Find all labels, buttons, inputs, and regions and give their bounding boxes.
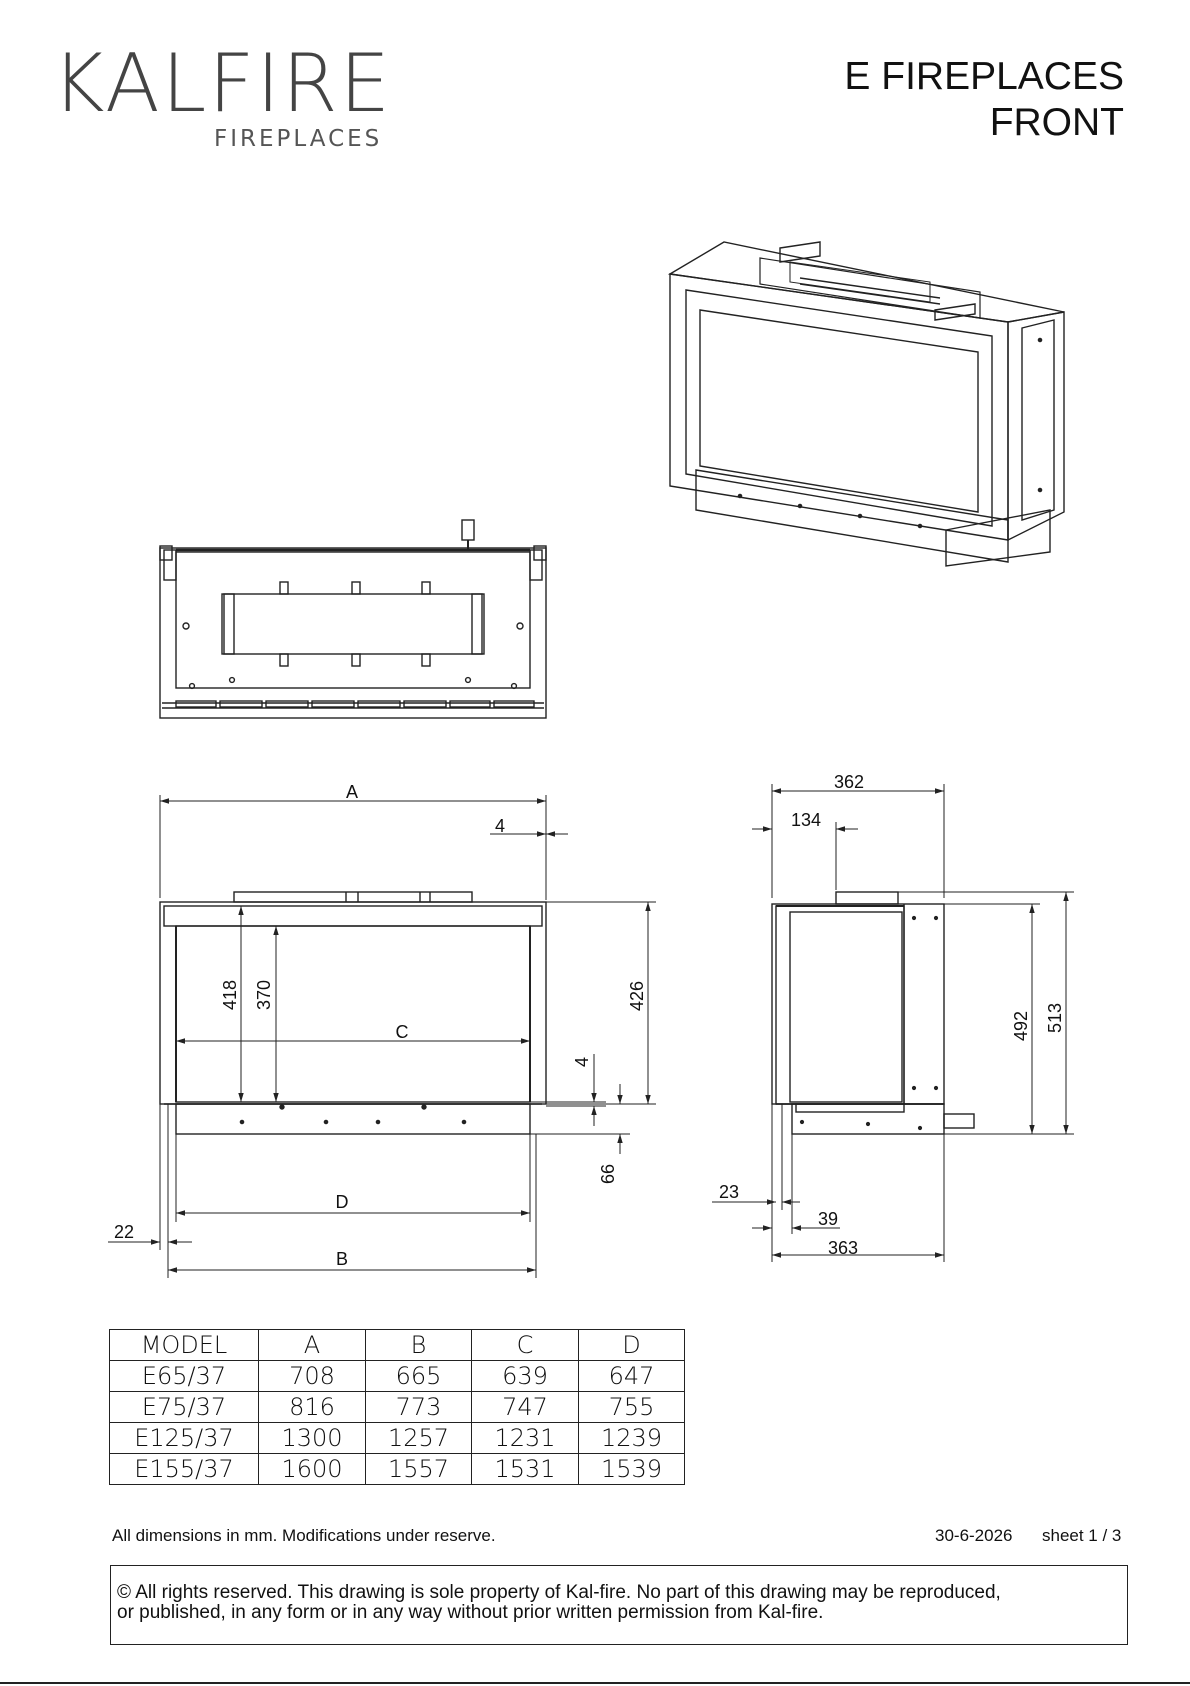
table-header-cell: B xyxy=(365,1329,472,1361)
table-cell: 747 xyxy=(471,1391,579,1423)
table-row: E155/37 1600 1557 1531 1539 xyxy=(109,1453,685,1485)
sheet-number: sheet 1 / 3 xyxy=(1042,1526,1122,1545)
table-cell: 647 xyxy=(578,1360,685,1392)
side-view xyxy=(771,891,975,1135)
table-cell: 1539 xyxy=(578,1453,685,1485)
table-row: E75/37 816 773 747 755 xyxy=(109,1391,685,1423)
brand-logo: KALFIRE xyxy=(52,37,393,130)
dim-label-39: 39 xyxy=(818,1209,838,1229)
dim-label-bottom-gap: 4 xyxy=(572,1057,592,1067)
drawing-date: 30-6-2026 xyxy=(935,1526,1013,1545)
table-cell: 708 xyxy=(258,1360,366,1392)
dim-label-362: 362 xyxy=(834,772,864,792)
table-cell: 1300 xyxy=(258,1422,366,1454)
table-row: E65/37 708 665 639 647 xyxy=(109,1360,685,1392)
table-header-cell: C xyxy=(471,1329,579,1361)
table-cell: 816 xyxy=(258,1391,366,1423)
dim-label-23: 23 xyxy=(719,1182,739,1202)
dim-label-d: D xyxy=(336,1192,349,1212)
isometric-view xyxy=(667,241,1065,567)
title-line-2: FRONT xyxy=(989,101,1124,144)
model-dimensions-table: MODEL A B C D E65/37 708 665 639 647 E75… xyxy=(109,1329,685,1485)
side-view-dimensions xyxy=(712,784,1074,1262)
table-cell: 1557 xyxy=(365,1453,472,1485)
dim-label-370: 370 xyxy=(254,980,274,1010)
table-cell: 1231 xyxy=(471,1422,579,1454)
table-cell: 1239 xyxy=(578,1422,685,1454)
front-view-dimension-labels: A 4 418 370 C 426 4 66 D B 22 xyxy=(114,782,647,1269)
copyright-line-2: or published, in any form or in any way … xyxy=(117,1602,824,1623)
dim-label-66: 66 xyxy=(598,1164,618,1184)
dim-label-22: 22 xyxy=(114,1222,134,1242)
table-header-cell: D xyxy=(578,1329,685,1361)
table-cell: E125/37 xyxy=(109,1422,259,1454)
front-view-dimensions xyxy=(108,795,656,1278)
dim-label-a: A xyxy=(346,782,358,802)
table-cell: E75/37 xyxy=(109,1391,259,1423)
table-header-row: MODEL A B C D xyxy=(109,1329,685,1361)
side-view-dimension-labels: 362 134 492 513 23 39 363 xyxy=(719,772,1065,1258)
table-cell: 639 xyxy=(471,1360,579,1392)
table-header-cell: A xyxy=(258,1329,366,1361)
document-title: E FIREPLACES FRONT xyxy=(844,54,1124,146)
dimensions-note: All dimensions in mm. Modifications unde… xyxy=(112,1526,496,1545)
table-cell: 755 xyxy=(578,1391,685,1423)
table-cell: 1257 xyxy=(365,1422,472,1454)
dim-label-134: 134 xyxy=(791,810,821,830)
dim-label-b: B xyxy=(336,1249,348,1269)
dim-label-492: 492 xyxy=(1011,1011,1031,1041)
table-cell: 773 xyxy=(365,1391,472,1423)
dim-label-513: 513 xyxy=(1045,1003,1065,1033)
table-row: E125/37 1300 1257 1231 1239 xyxy=(109,1422,685,1454)
page-bottom-rule xyxy=(0,1682,1190,1684)
copyright-box: © All rights reserved. This drawing is s… xyxy=(110,1565,1128,1645)
table-cell: E65/37 xyxy=(109,1360,259,1392)
table-header-cell: MODEL xyxy=(109,1329,259,1361)
dim-label-c: C xyxy=(396,1022,409,1042)
front-view xyxy=(159,891,547,1135)
table-cell: E155/37 xyxy=(109,1453,259,1485)
title-line-1: E FIREPLACES xyxy=(844,55,1124,98)
top-view xyxy=(159,519,547,719)
brand-logo-subline: FIREPLACES xyxy=(214,126,383,152)
table-cell: 665 xyxy=(365,1360,472,1392)
dim-label-418: 418 xyxy=(220,980,240,1010)
dim-label-426: 426 xyxy=(627,981,647,1011)
table-cell: 1600 xyxy=(258,1453,366,1485)
dim-label-363: 363 xyxy=(828,1238,858,1258)
dim-label-top-offset: 4 xyxy=(495,816,505,836)
copyright-line-1: © All rights reserved. This drawing is s… xyxy=(117,1582,1001,1603)
table-cell: 1531 xyxy=(471,1453,579,1485)
